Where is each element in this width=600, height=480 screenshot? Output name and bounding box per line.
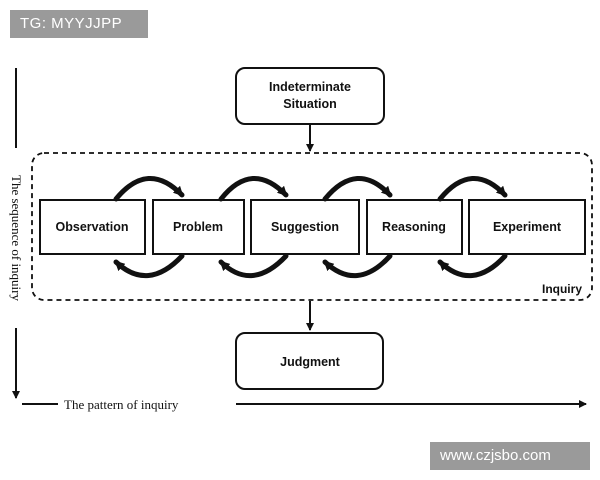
step-experiment-box <box>468 199 586 255</box>
backward-arrow-1 <box>113 253 185 278</box>
forward-arrow-3 <box>322 176 393 202</box>
vertical-axis-label: The sequence of inquiry <box>9 175 24 301</box>
backward-arrow-4 <box>437 253 508 278</box>
step-suggestion-label: Suggestion <box>271 220 339 234</box>
inquiry-group-box <box>31 152 593 301</box>
step-experiment-label: Experiment <box>493 220 562 234</box>
step-reasoning-box <box>366 199 463 255</box>
forward-arrow-2 <box>218 176 289 202</box>
step-suggestion-box <box>250 199 360 255</box>
start-node-box <box>235 67 385 125</box>
start-node-label-line1: Indeterminate <box>269 80 351 94</box>
backward-arrow-3 <box>322 253 393 278</box>
watermark-top: TG: MYYJJPP <box>10 10 148 38</box>
horizontal-axis-label: The pattern of inquiry <box>64 397 179 412</box>
inquiry-group-label: Inquiry <box>542 282 582 296</box>
step-observation-label: Observation <box>56 220 129 234</box>
forward-arrow-1 <box>113 176 185 202</box>
end-node-label: Judgment <box>280 355 341 369</box>
forward-arrow-4 <box>437 176 508 202</box>
backward-arrow-2 <box>218 253 289 278</box>
end-node-box <box>235 332 384 390</box>
watermark-bottom: www.czjsbo.com <box>430 442 590 470</box>
step-observation-box <box>39 199 146 255</box>
step-reasoning-label: Reasoning <box>382 220 446 234</box>
cycle-arrows <box>113 176 508 278</box>
step-problem-box <box>152 199 245 255</box>
step-problem-label: Problem <box>173 220 223 234</box>
start-node-label-line2: Situation <box>283 97 336 111</box>
